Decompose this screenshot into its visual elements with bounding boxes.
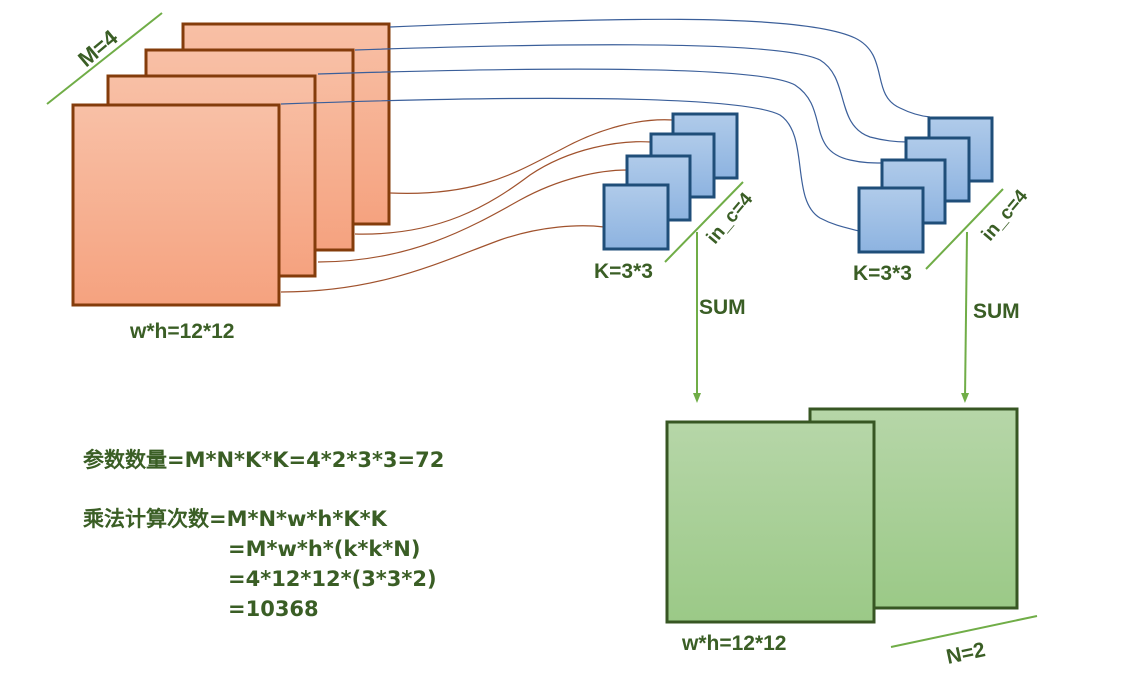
connection-curve: [389, 18, 931, 118]
connection-curve: [389, 119, 674, 194]
connection-curve: [354, 141, 652, 235]
kernel-2-sum-label: SUM: [973, 300, 1020, 323]
kernel-slice: [857, 186, 925, 254]
kernel-2-channel-guide: [925, 188, 1004, 270]
output-channel-label: N=2: [944, 638, 987, 669]
input-channel-guide: [46, 12, 163, 105]
kernel-2-size-label: K=3*3: [853, 262, 912, 285]
kernel-2-sum-arrow: [961, 231, 970, 403]
mult-count-formula-line-3: =4*12*12*(3*3*2): [228, 567, 437, 591]
mult-count-formula-line-1: 乘法计算次数=M*N*w*h*K*K: [83, 507, 387, 531]
connection-curve: [317, 169, 628, 263]
connections-kernel-2: [280, 18, 931, 232]
kernel-set-1: [602, 112, 739, 251]
kernel-2-channel-label: in_c=4: [978, 186, 1033, 246]
output-channel-guide: [890, 615, 1038, 648]
output-map-1: [665, 420, 876, 624]
connection-curve: [354, 44, 908, 143]
param-count-formula: 参数数量=M*N*K*K=4*2*3*3=72: [83, 448, 445, 472]
mult-count-formula-line-4: =10368: [228, 597, 319, 621]
kernel-set-2: [857, 116, 994, 254]
connection-curve: [280, 97, 860, 232]
kernel-1-channel-guide: [664, 181, 744, 263]
kernel-slice: [602, 183, 670, 251]
output-size-label: w*h=12*12: [681, 632, 787, 655]
connection-curve: [280, 225, 605, 293]
input-map-1: [71, 103, 281, 307]
kernel-1-sum-label: SUM: [699, 296, 746, 319]
connection-curve: [317, 68, 883, 164]
connections-kernel-1: [280, 119, 674, 293]
mult-count-formula-line-2: =M*w*h*(k*k*N): [228, 537, 421, 561]
kernel-1-size-label: K=3*3: [594, 260, 653, 283]
input-size-label: w*h=12*12: [129, 320, 235, 343]
